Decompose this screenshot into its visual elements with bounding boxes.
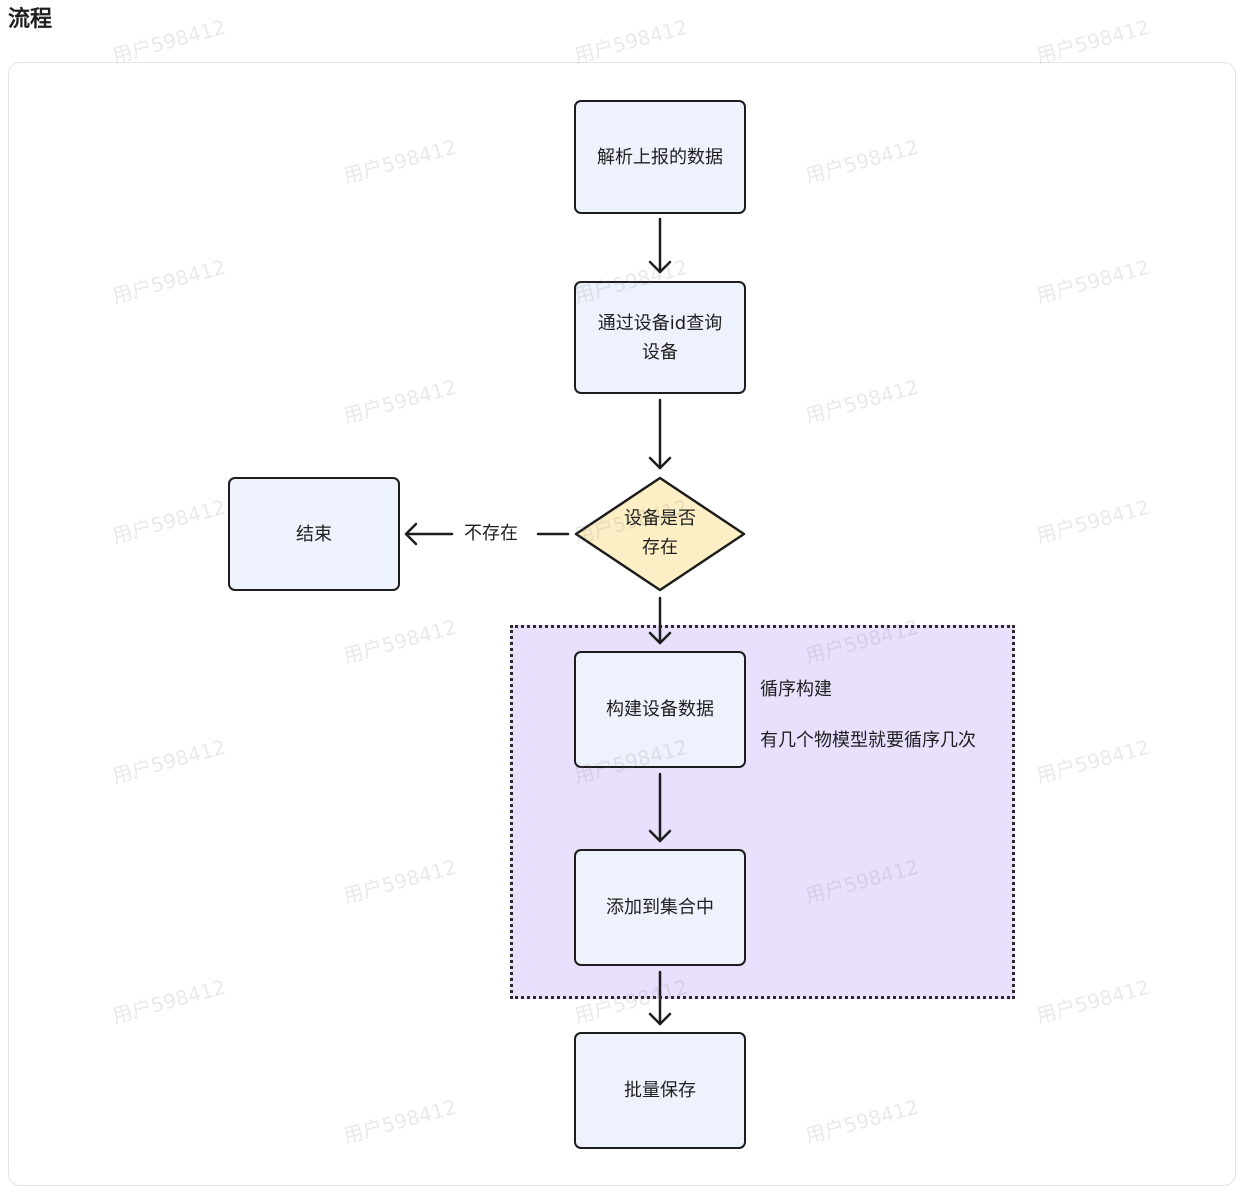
node-parse-data: 解析上报的数据 bbox=[574, 100, 746, 214]
node-query-device-label-line2: 设备 bbox=[642, 341, 678, 363]
page-title: 流程 bbox=[8, 7, 53, 32]
arrow-parse-to-query bbox=[648, 217, 672, 274]
node-query-device-label-line1: 通过设备id查询 bbox=[597, 312, 723, 334]
decision-label-line1: 设备是否 bbox=[624, 508, 696, 529]
node-add-to-collection: 添加到集合中 bbox=[574, 849, 746, 966]
decision-diamond-shape bbox=[574, 476, 746, 592]
arrow-decision-to-build bbox=[648, 596, 672, 645]
arrow-build-to-add bbox=[648, 772, 672, 843]
arrow-decision-to-end bbox=[404, 522, 570, 546]
arrow-query-to-decision bbox=[648, 398, 672, 470]
node-parse-data-label: 解析上报的数据 bbox=[597, 146, 723, 168]
node-end-label: 结束 bbox=[296, 523, 332, 545]
decision-device-exists: 设备是否 存在 bbox=[574, 476, 746, 592]
loop-note-detail: 有几个物模型就要循序几次 bbox=[760, 730, 976, 751]
node-add-to-collection-label: 添加到集合中 bbox=[606, 897, 714, 918]
node-query-device: 通过设备id查询 设备 bbox=[574, 281, 746, 394]
decision-label-line2: 存在 bbox=[642, 537, 678, 558]
edge-label-not-exists: 不存在 bbox=[458, 522, 524, 546]
node-build-device-data: 构建设备数据 bbox=[574, 651, 746, 768]
node-end: 结束 bbox=[228, 477, 400, 591]
node-batch-save: 批量保存 bbox=[574, 1032, 746, 1149]
loop-note-title: 循序构建 bbox=[760, 679, 832, 700]
node-build-device-data-label: 构建设备数据 bbox=[606, 699, 714, 720]
node-batch-save-label: 批量保存 bbox=[624, 1080, 696, 1101]
arrow-add-to-save bbox=[648, 970, 672, 1026]
